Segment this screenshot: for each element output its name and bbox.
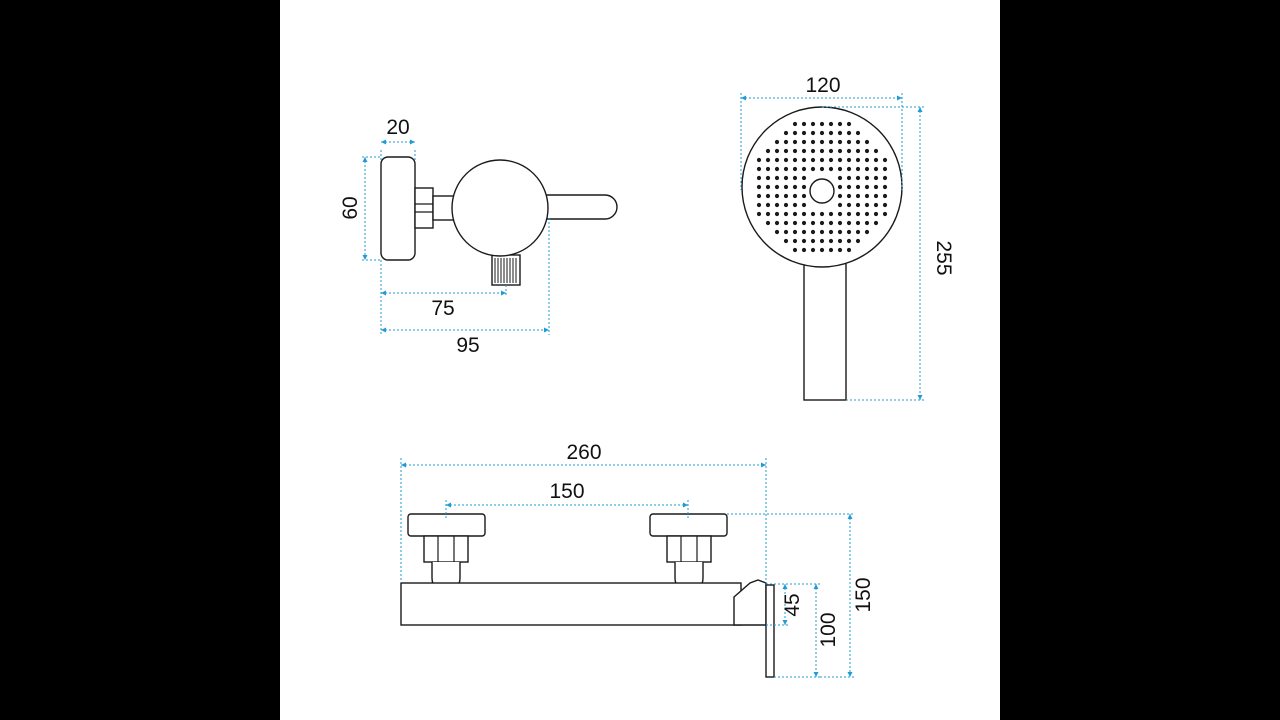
shower-dim-diameter xyxy=(740,93,903,190)
mixer-dim-spacing-label: 150 xyxy=(549,480,584,503)
side-wall-plate xyxy=(380,156,416,261)
mixer-dim-total-height xyxy=(727,513,854,678)
side-dim-width xyxy=(380,139,416,160)
shower-handle xyxy=(803,261,847,401)
mixer-dim-outlet-height xyxy=(774,583,820,678)
side-view: 20 60 75 xyxy=(339,116,618,357)
side-dim-depth xyxy=(381,218,550,335)
side-dim-depth-label: 95 xyxy=(456,334,479,357)
mixer-dim-spacing xyxy=(445,500,689,520)
hand-shower: 120 255 xyxy=(740,74,955,401)
side-dim-outlet xyxy=(380,260,507,335)
mixer-body xyxy=(400,582,742,626)
side-connector-nut xyxy=(414,187,434,229)
shower-dim-length xyxy=(822,106,925,401)
mixer-dim-body-height-label: 45 xyxy=(781,593,804,616)
shower-spray-holes xyxy=(756,121,888,253)
side-dim-height xyxy=(362,156,381,261)
side-handle-lever xyxy=(537,194,618,220)
side-dim-height-label: 60 xyxy=(339,196,362,219)
mixer-dim-total-width-label: 260 xyxy=(566,441,601,464)
mixer-dim-total-height-label: 150 xyxy=(852,577,875,612)
mixer-right-nut xyxy=(666,535,712,563)
mixer-handle-lever xyxy=(765,584,775,678)
mixer-left-nut xyxy=(423,535,469,563)
shower-dim-diameter-label: 120 xyxy=(805,74,840,97)
drawing-svg: 20 60 75 xyxy=(339,74,955,678)
mixer-front-view: 260 150 45 xyxy=(400,441,875,678)
side-dim-outlet-label: 75 xyxy=(431,297,454,320)
shower-dim-length-label: 255 xyxy=(932,240,955,275)
technical-drawing: 20 60 75 xyxy=(280,0,1000,720)
side-body xyxy=(451,159,549,257)
mixer-dim-total-width xyxy=(400,458,767,583)
mixer-dim-outlet-height-label: 100 xyxy=(817,612,840,647)
side-dim-width-label: 20 xyxy=(386,116,409,139)
shower-center-button xyxy=(809,178,835,204)
